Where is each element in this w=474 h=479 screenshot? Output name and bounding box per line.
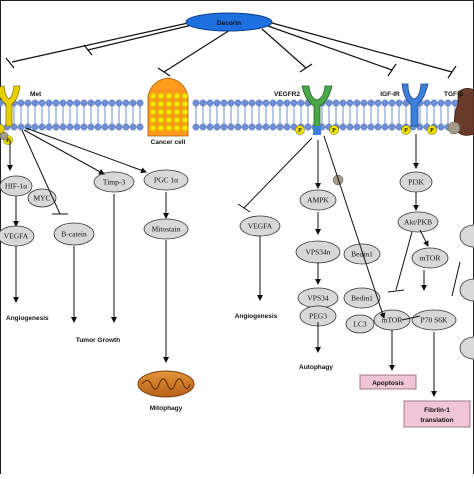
mtor-a-node: mTOR — [411, 247, 449, 269]
decorin-inhibition-lines — [5, 22, 457, 79]
mtor-b-node: mTOR — [373, 309, 411, 331]
mitostain-node: Mitostain — [143, 218, 189, 240]
vps34-node-label: VPS34 — [307, 294, 329, 303]
akt-node: Akt/PKB — [397, 211, 439, 233]
pgc-node: PGC 1α — [143, 169, 189, 191]
met-vegfa-node-label: VEGFA — [4, 232, 29, 241]
ligand-spheres — [0, 121, 461, 186]
vps34-node: VPS34 — [297, 287, 339, 309]
vps34n-node: VPS34n — [295, 240, 341, 264]
mitophagy-label: Mitophagy — [150, 405, 183, 412]
cancer-cell — [147, 77, 189, 137]
bedin1b-node-label: Bedin1 — [351, 294, 373, 303]
phospho-groups: P P P P P — [3, 125, 437, 145]
bedin1a-node: Bedin1 — [343, 243, 381, 265]
svg-text:P: P — [6, 138, 10, 144]
met-angiogenesis-label: Angiogenesis — [6, 315, 49, 322]
cancer-cell-label: Cancer cell — [151, 139, 186, 146]
mitochondrion-illustration — [137, 370, 195, 398]
decorin-node: Decorin — [185, 12, 273, 32]
hif-node: HIF-1α — [0, 175, 33, 197]
phospho-circle: P — [295, 125, 305, 135]
decorin-label: Decorin — [217, 20, 241, 27]
vegfr2-receptor — [301, 85, 333, 135]
svg-text:Fibrlin-1: Fibrlin-1 — [424, 407, 450, 414]
vegfr2-angiogenesis-label: Angiogenesis — [235, 313, 278, 320]
myc-node-label: MYC — [33, 194, 50, 203]
tgf-receptor — [454, 88, 474, 136]
tgf-label: TGF-β — [444, 91, 463, 98]
timp-node: Timp-3 — [93, 171, 135, 193]
igf-receptor — [401, 83, 429, 127]
peg3-node-label: PEG3 — [309, 312, 327, 321]
lc3-node-label: LC3 — [353, 320, 367, 329]
mtor-a-node-label: mTOR — [420, 254, 441, 263]
mitostain-node-label: Mitostain — [152, 225, 181, 234]
bedin1b-node: Bedin1 — [343, 287, 381, 309]
bcatein-node: B-catein — [53, 222, 95, 246]
timp-node-label: Timp-3 — [103, 178, 125, 187]
met-vegfa-node: VEGFA — [0, 225, 35, 247]
apoptosis-box: Apoptosis — [359, 374, 417, 390]
autophagy-label: Autophagy — [299, 364, 333, 371]
vegfr2-vegfa-node-label: VEGFA — [248, 222, 273, 231]
igf-label: IGF-IR — [380, 91, 400, 98]
pi3k-node-label: PI3K — [408, 178, 424, 187]
akt-node-label: Akt/PKB — [404, 218, 432, 227]
svg-text:P: P — [430, 128, 434, 134]
bedin1a-node-label: Bedin1 — [351, 250, 373, 259]
met-label: Met — [30, 91, 42, 98]
bcatein-node-label: B-catein — [61, 230, 87, 239]
cell-membrane — [0, 99, 473, 131]
svg-text:P: P — [332, 128, 336, 134]
ampk-node: AMPK — [299, 189, 337, 211]
phospho-circle: P — [329, 125, 339, 135]
phospho-circle: P — [427, 125, 437, 135]
svg-text:P: P — [298, 128, 302, 134]
vps34n-node-label: VPS34n — [305, 248, 330, 257]
tumor-growth-label: Tumor Growth — [76, 337, 120, 344]
vegfr2-label: VEGFR2 — [274, 91, 300, 98]
partial-right-nodes — [459, 224, 474, 360]
myc-node: MYC — [27, 188, 57, 208]
vegfr2-vegfa-node: VEGFA — [239, 215, 281, 237]
p70-node-label: P70 S6K — [421, 316, 448, 325]
fibrlin-translation-box: Fibrlin-1 translation — [403, 400, 471, 428]
svg-text:P: P — [404, 128, 408, 134]
met-receptor — [0, 85, 21, 134]
p70-node: P70 S6K — [411, 309, 457, 331]
mtor-b-node-label: mTOR — [382, 316, 403, 325]
lc3-node: LC3 — [345, 314, 375, 334]
pgc-node-label: PGC 1α — [154, 176, 178, 185]
ampk-node-label: AMPK — [307, 196, 329, 205]
pathway-edges — [7, 127, 461, 397]
phospho-circle: P — [401, 125, 411, 135]
pi3k-node: PI3K — [399, 171, 433, 193]
hif-node-label: HIF-1α — [5, 182, 27, 191]
svg-text:translation: translation — [420, 417, 453, 424]
svg-text:Apoptosis: Apoptosis — [372, 380, 404, 387]
